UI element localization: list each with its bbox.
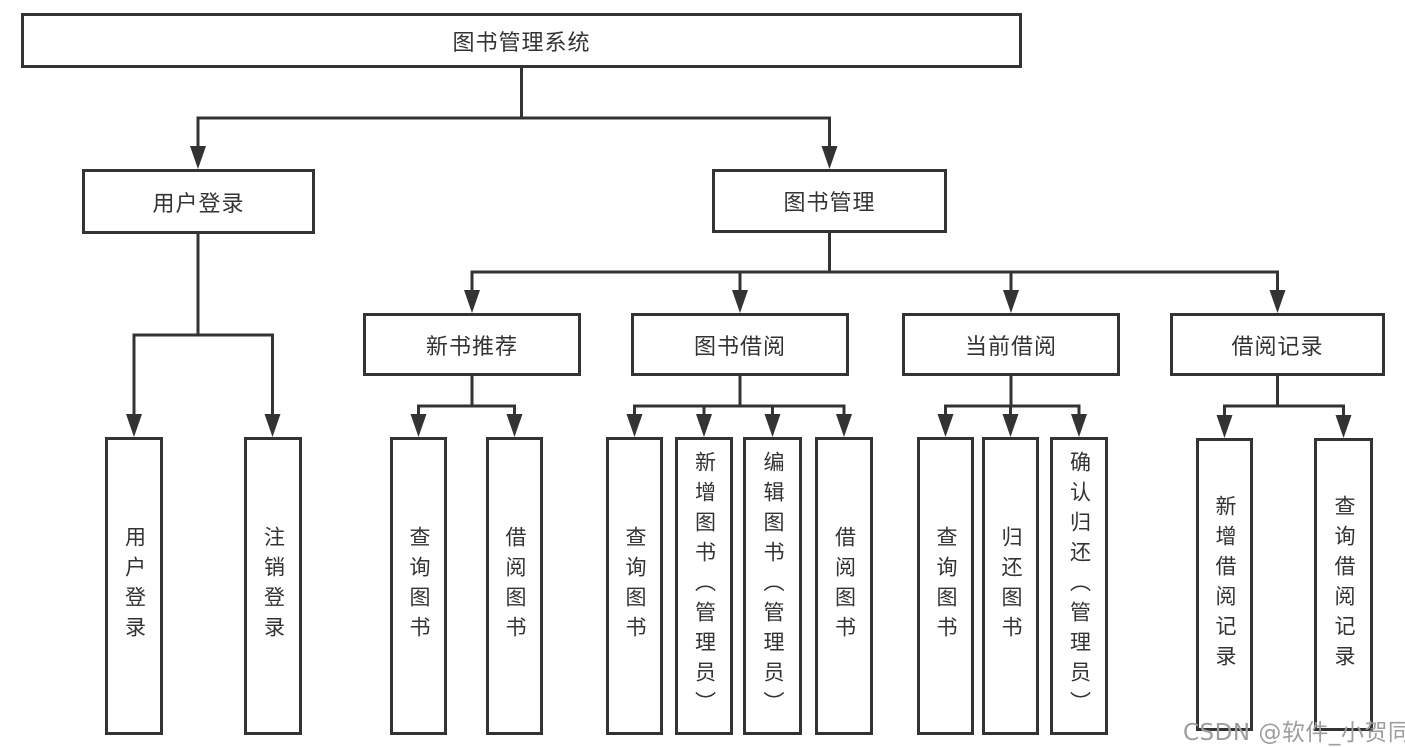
node-new-book-recommend-label: 新书推荐 [425,334,518,360]
leaf-logout-label: 注销登录 [261,526,286,646]
leaf-add-book-admin: 新增图书（管理员） [675,437,733,735]
leaf-edit-book-admin-label: 编辑图书（管理员） [761,451,785,721]
arrowheads [126,146,1352,438]
connector-userlogin-to-leaves [132,234,274,418]
node-book-borrow: 图书借阅 [631,313,849,376]
node-borrow-records: 借阅记录 [1170,313,1385,376]
leaf-return-book-label: 归还图书 [999,526,1023,646]
leaf-query-borrow-record-label: 查询借阅记录 [1332,494,1356,675]
connector-root-to-level1 [196,68,831,150]
node-user-login: 用户登录 [82,169,315,234]
leaf-add-book-admin-label: 新增图书（管理员） [692,451,717,721]
csdn-watermark: CSDN @软件_小贺同学 [1183,720,1405,746]
leaf-query-book-borrow: 查询图书 [606,437,663,735]
leaf-logout: 注销登录 [244,437,302,735]
node-root-label: 图书管理系统 [452,30,591,56]
node-user-login-label: 用户登录 [152,191,245,217]
leaf-borrow-book-label: 借阅图书 [832,526,857,646]
leaf-borrow-book-recommend: 借阅图书 [486,437,543,735]
leaf-return-book: 归还图书 [982,437,1039,735]
node-book-management-label: 图书管理 [783,191,876,216]
connector-borrowrecord-to-leaves [1223,376,1345,419]
leaf-add-borrow-record: 新增借阅记录 [1196,438,1253,731]
leaf-add-borrow-record-label: 新增借阅记录 [1213,494,1237,675]
node-new-book-recommend: 新书推荐 [363,313,581,376]
leaf-query-book-current-label: 查询图书 [934,526,958,646]
connector-bookmgmt-to-level2 [470,233,1279,294]
node-root: 图书管理系统 [21,13,1022,68]
connector-bookborrow-to-leaves [633,376,846,418]
leaf-user-login: 用户登录 [105,437,163,735]
leaf-borrow-book-recommend-label: 借阅图书 [503,526,527,646]
leaf-query-book-recommend-label: 查询图书 [407,526,431,646]
leaf-user-login-label: 用户登录 [122,526,147,646]
node-current-borrow-label: 当前借阅 [964,334,1057,360]
connector-currentborrow-to-leaves [944,376,1081,418]
leaf-query-book-recommend: 查询图书 [390,437,447,735]
leaf-confirm-return-admin-label: 确认归还（管理员） [1067,451,1092,721]
node-book-borrow-label: 图书借阅 [693,334,786,360]
leaf-query-book-current: 查询图书 [917,437,974,735]
leaf-edit-book-admin: 编辑图书（管理员） [743,437,802,735]
leaf-query-book-borrow-label: 查询图书 [623,526,647,646]
leaf-query-borrow-record: 查询借阅记录 [1314,438,1373,731]
node-borrow-records-label: 借阅记录 [1231,334,1324,360]
node-current-borrow: 当前借阅 [902,313,1120,376]
leaf-confirm-return-admin: 确认归还（管理员） [1050,437,1108,735]
connector-newbookrec-to-leaves [417,376,516,418]
leaf-borrow-book: 借阅图书 [815,437,873,735]
node-book-management: 图书管理 [712,169,947,233]
